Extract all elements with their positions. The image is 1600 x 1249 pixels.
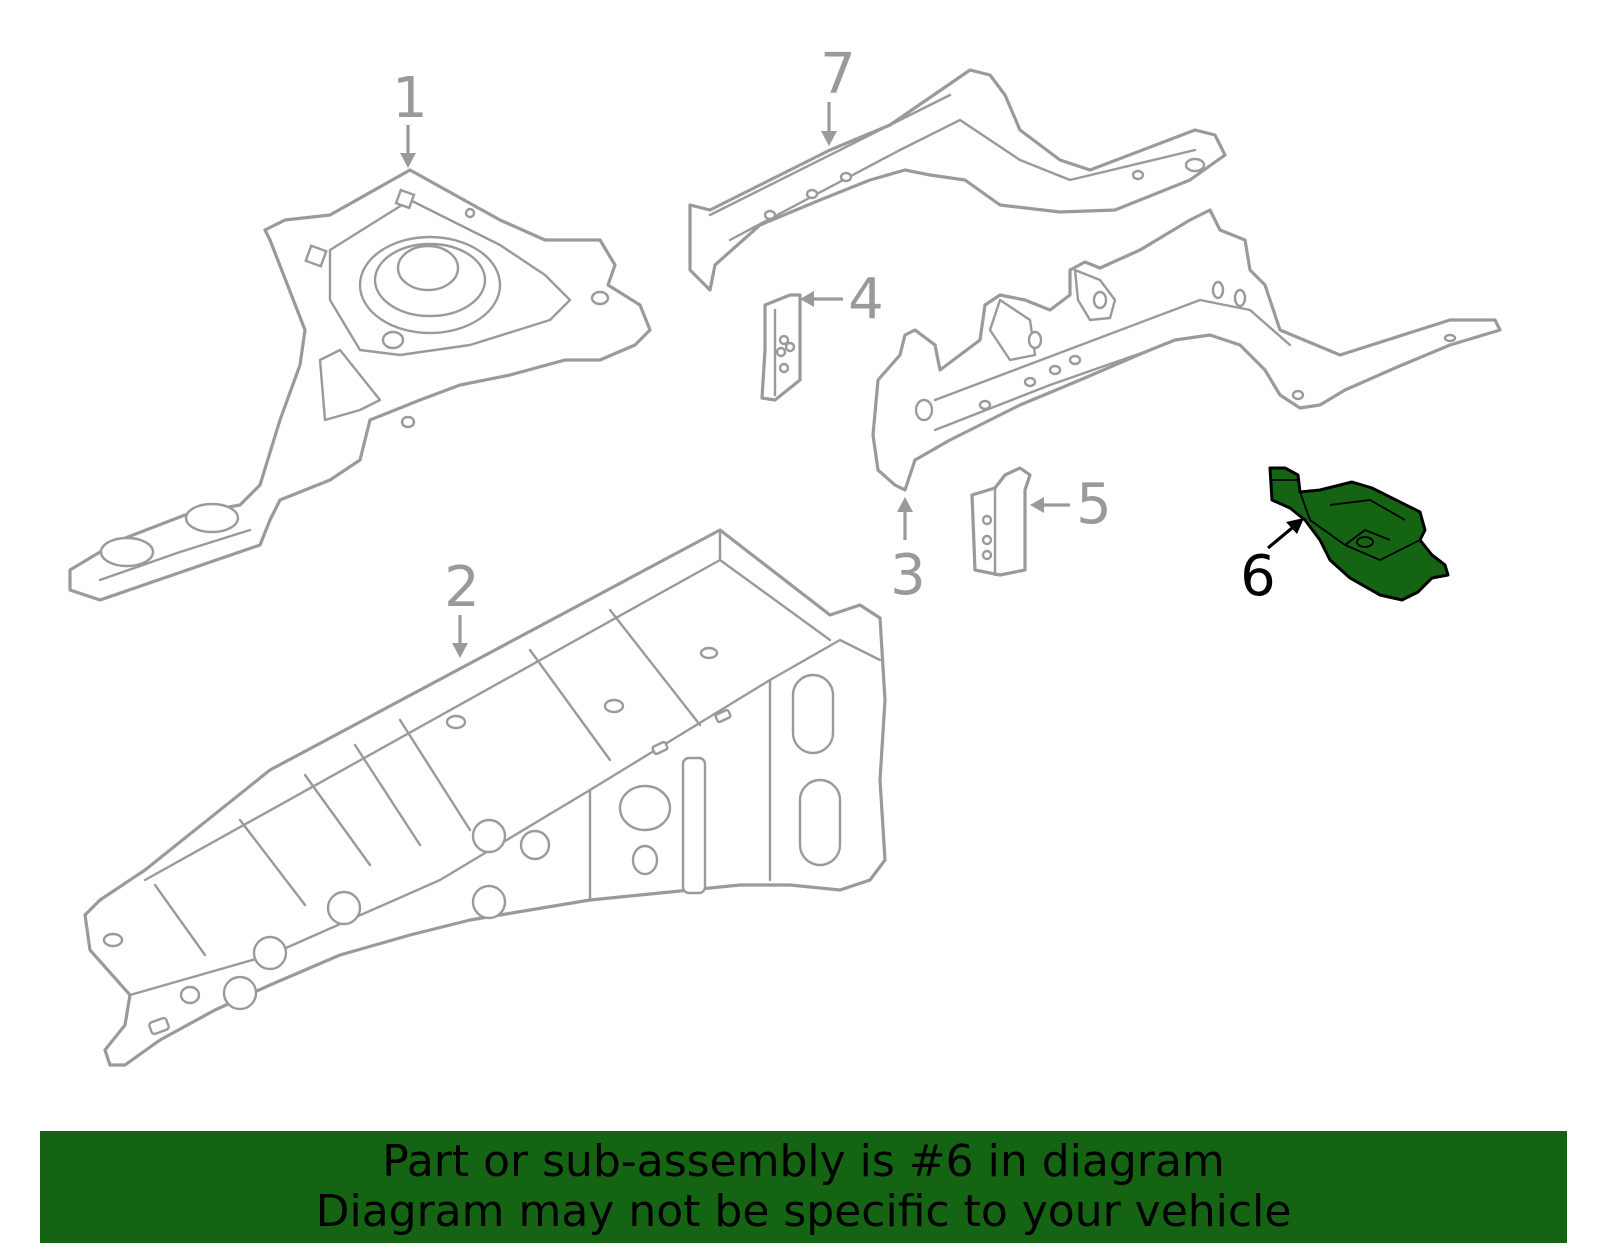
callout-5: 5 [1030, 472, 1112, 537]
callout-2: 2 [444, 555, 480, 658]
banner-line-disclaimer: Diagram may not be specific to your vehi… [315, 1186, 1292, 1237]
parts-diagram: 1 2 3 4 5 6 7 [68, 42, 1502, 1067]
part-4-bracket [760, 293, 802, 402]
callout-7: 7 [820, 42, 856, 146]
callout-number: 5 [1076, 472, 1112, 537]
callout-3: 3 [890, 497, 926, 608]
callout-number: 1 [392, 66, 428, 131]
callout-number: 2 [444, 555, 480, 620]
callout-number: 4 [848, 267, 884, 332]
part-5-bracket [970, 466, 1032, 577]
callout-6: 6 [1240, 518, 1304, 609]
part-7-upper-rail [688, 68, 1227, 292]
callout-number: 7 [820, 42, 856, 107]
part-1-strut-tower [68, 168, 652, 602]
callout-number: 6 [1240, 544, 1276, 609]
callout-4: 4 [800, 267, 884, 332]
banner-line-part-number: Part or sub-assembly is #6 in diagram [382, 1136, 1225, 1187]
part-2-frame-rail [83, 528, 887, 1067]
part-6-highlighted [1268, 466, 1450, 602]
info-banner: Part or sub-assembly is #6 in diagram Di… [40, 1131, 1567, 1243]
callout-number: 3 [890, 543, 926, 608]
callout-1: 1 [392, 66, 428, 168]
part-3-lower-rail [871, 208, 1502, 492]
